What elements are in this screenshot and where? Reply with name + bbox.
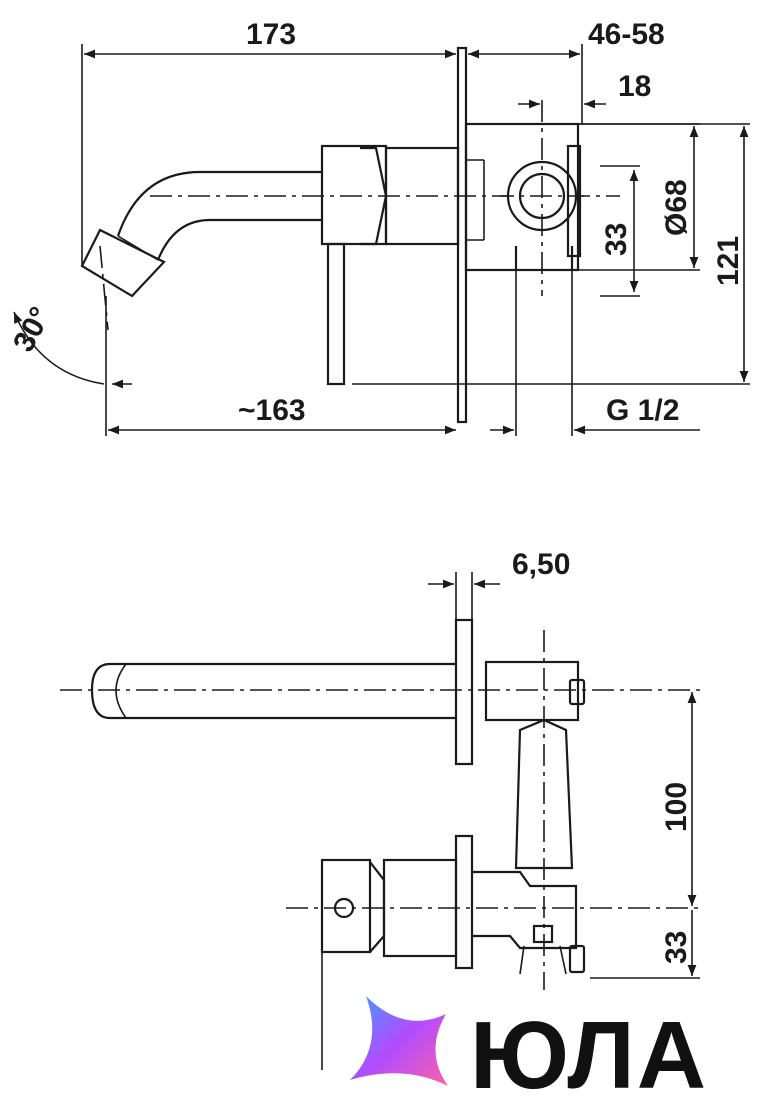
dim-wall-depth: 46-58 — [588, 18, 665, 51]
bracket — [566, 144, 582, 258]
spout-upper — [116, 170, 322, 237]
dim-rosette-diameter: Ø68 — [660, 179, 693, 236]
side-view: 6,50 100 33 — [60, 548, 700, 1070]
lower-handle-cap — [320, 858, 372, 954]
brand-logo: ЮЛА — [350, 996, 708, 1100]
lower-valve-body — [472, 870, 578, 950]
logo-text: ЮЛА — [470, 1002, 708, 1100]
upper-body — [484, 660, 580, 722]
dim-thread: G 1/2 — [606, 394, 679, 427]
dim-bottom-offset: 33 — [660, 931, 693, 964]
upper-nipple — [568, 678, 586, 706]
lever-handle — [326, 242, 346, 386]
mounting-box — [464, 122, 580, 272]
side-lever — [514, 718, 574, 870]
dim-overall-height: 121 — [712, 236, 745, 286]
dim-valve-offset: 33 — [600, 223, 633, 256]
upper-wall-plate — [454, 618, 474, 766]
dim-plate-thickness: 6,50 — [512, 548, 570, 581]
lower-wall-plate — [454, 834, 474, 970]
wall-plate — [456, 46, 468, 424]
side-spout — [90, 662, 456, 720]
logo-star-icon — [350, 996, 448, 1086]
valve-nut — [532, 924, 554, 944]
dim-spout-angle: 30° — [7, 302, 57, 358]
lower-nipple — [568, 944, 586, 974]
dim-pipe-offset: 18 — [618, 70, 651, 103]
dim-top-width: 173 — [246, 18, 296, 51]
handle-hub — [320, 144, 388, 246]
spout-lower — [156, 218, 322, 261]
dim-handle-spacing: 100 — [660, 782, 693, 832]
top-view: 173 46-58 18 33 Ø68 121 30° ~163 G 1/2 — [7, 18, 750, 436]
dim-spout-reach: ~163 — [238, 394, 306, 427]
